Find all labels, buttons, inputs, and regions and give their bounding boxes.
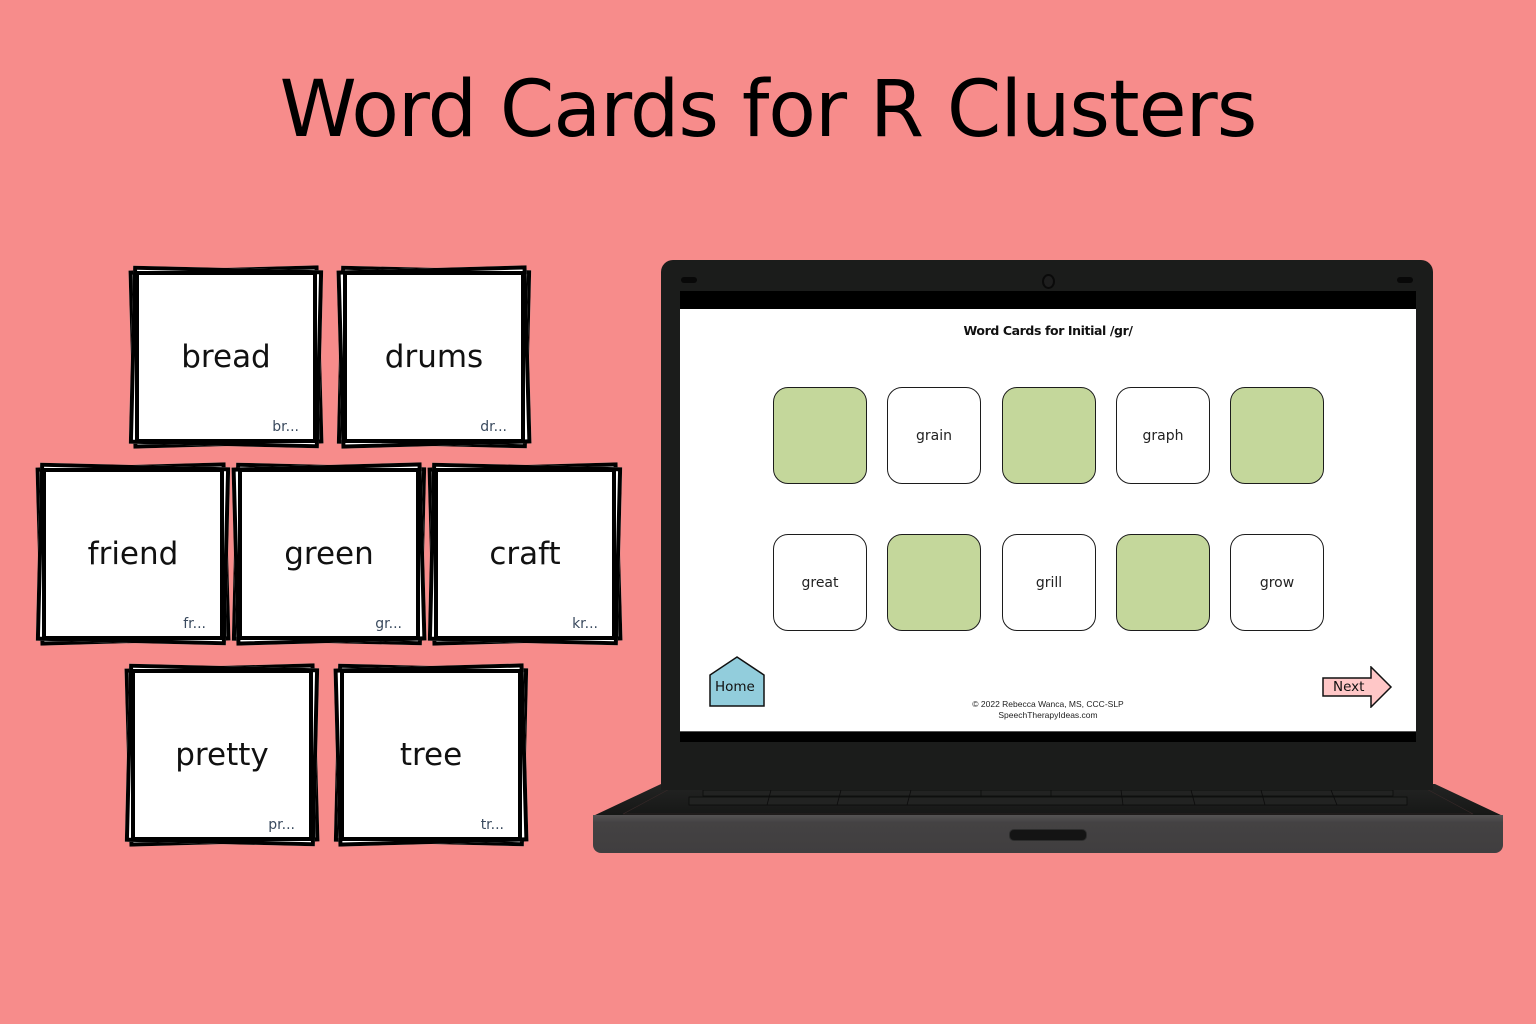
tile-8[interactable]: grill xyxy=(1002,534,1096,631)
home-button[interactable]: Home xyxy=(708,656,766,708)
activity-title: Word Cards for Initial /gr/ xyxy=(963,323,1133,338)
laptop-sensor xyxy=(1397,277,1413,283)
tile-1[interactable] xyxy=(773,387,867,484)
copyright-line-1: © 2022 Rebecca Wanca, MS, CCC-SLP xyxy=(972,699,1124,709)
card-face: pretty pr... xyxy=(131,669,313,841)
card-hint: tr... xyxy=(480,817,504,833)
card-word: craft xyxy=(489,536,561,572)
card-word: tree xyxy=(399,737,463,773)
card-hint: dr... xyxy=(480,419,507,435)
tile-4[interactable]: graph xyxy=(1116,387,1210,484)
tile-9[interactable] xyxy=(1116,534,1210,631)
tile-6[interactable]: great xyxy=(773,534,867,631)
home-label: Home xyxy=(715,679,755,695)
tile-2[interactable]: grain xyxy=(887,387,981,484)
card-face: friend fr... xyxy=(42,468,224,640)
card-word: green xyxy=(284,536,374,572)
tile-label: grain xyxy=(916,427,952,444)
word-card-bread[interactable]: bread br... xyxy=(128,265,324,449)
next-button[interactable]: Next xyxy=(1321,666,1393,708)
next-label: Next xyxy=(1333,679,1365,695)
screen-bottom-bar xyxy=(680,732,1416,742)
card-hint: kr... xyxy=(572,616,598,632)
laptop-screen: Word Cards for Initial /gr/ grain graph … xyxy=(680,309,1416,732)
word-card-drums[interactable]: drums dr... xyxy=(336,265,532,449)
tile-10[interactable]: grow xyxy=(1230,534,1324,631)
word-card-tree[interactable]: tree tr... xyxy=(333,663,529,847)
card-word: pretty xyxy=(175,737,269,773)
tile-5[interactable] xyxy=(1230,387,1324,484)
tile-label: grill xyxy=(1035,574,1063,591)
laptop-base xyxy=(593,815,1503,853)
card-face: bread br... xyxy=(135,271,317,443)
webcam-icon xyxy=(1042,274,1055,289)
card-hint: gr... xyxy=(375,616,402,632)
home-house-icon xyxy=(709,656,765,707)
next-arrow-icon xyxy=(1322,666,1393,708)
screen-top-bar xyxy=(680,291,1416,309)
word-card-pretty[interactable]: pretty pr... xyxy=(124,663,320,847)
tile-label: great xyxy=(801,574,839,591)
word-card-craft[interactable]: craft kr... xyxy=(427,462,623,646)
tile-7[interactable] xyxy=(887,534,981,631)
laptop-sensor xyxy=(681,277,697,283)
laptop-open-notch xyxy=(1009,829,1087,841)
copyright-text: © 2022 Rebecca Wanca, MS, CCC-SLP Speech… xyxy=(680,699,1416,721)
card-face: green gr... xyxy=(238,468,420,640)
card-hint: fr... xyxy=(183,616,206,632)
card-face: tree tr... xyxy=(340,669,522,841)
card-hint: pr... xyxy=(268,817,295,833)
tile-3[interactable] xyxy=(1002,387,1096,484)
word-card-friend[interactable]: friend fr... xyxy=(35,462,231,646)
copyright-line-2: SpeechTherapyIdeas.com xyxy=(998,710,1098,720)
word-card-green[interactable]: green gr... xyxy=(231,462,427,646)
tile-label: grow xyxy=(1259,574,1295,591)
card-face: craft kr... xyxy=(434,468,616,640)
page-title: Word Cards for R Clusters xyxy=(279,65,1258,155)
card-word: bread xyxy=(181,339,271,375)
card-word: friend xyxy=(87,536,179,572)
tile-label: graph xyxy=(1142,427,1184,444)
card-word: drums xyxy=(384,339,484,375)
card-face: drums dr... xyxy=(343,271,525,443)
card-hint: br... xyxy=(272,419,299,435)
laptop-lid: Word Cards for Initial /gr/ grain graph … xyxy=(661,260,1433,790)
